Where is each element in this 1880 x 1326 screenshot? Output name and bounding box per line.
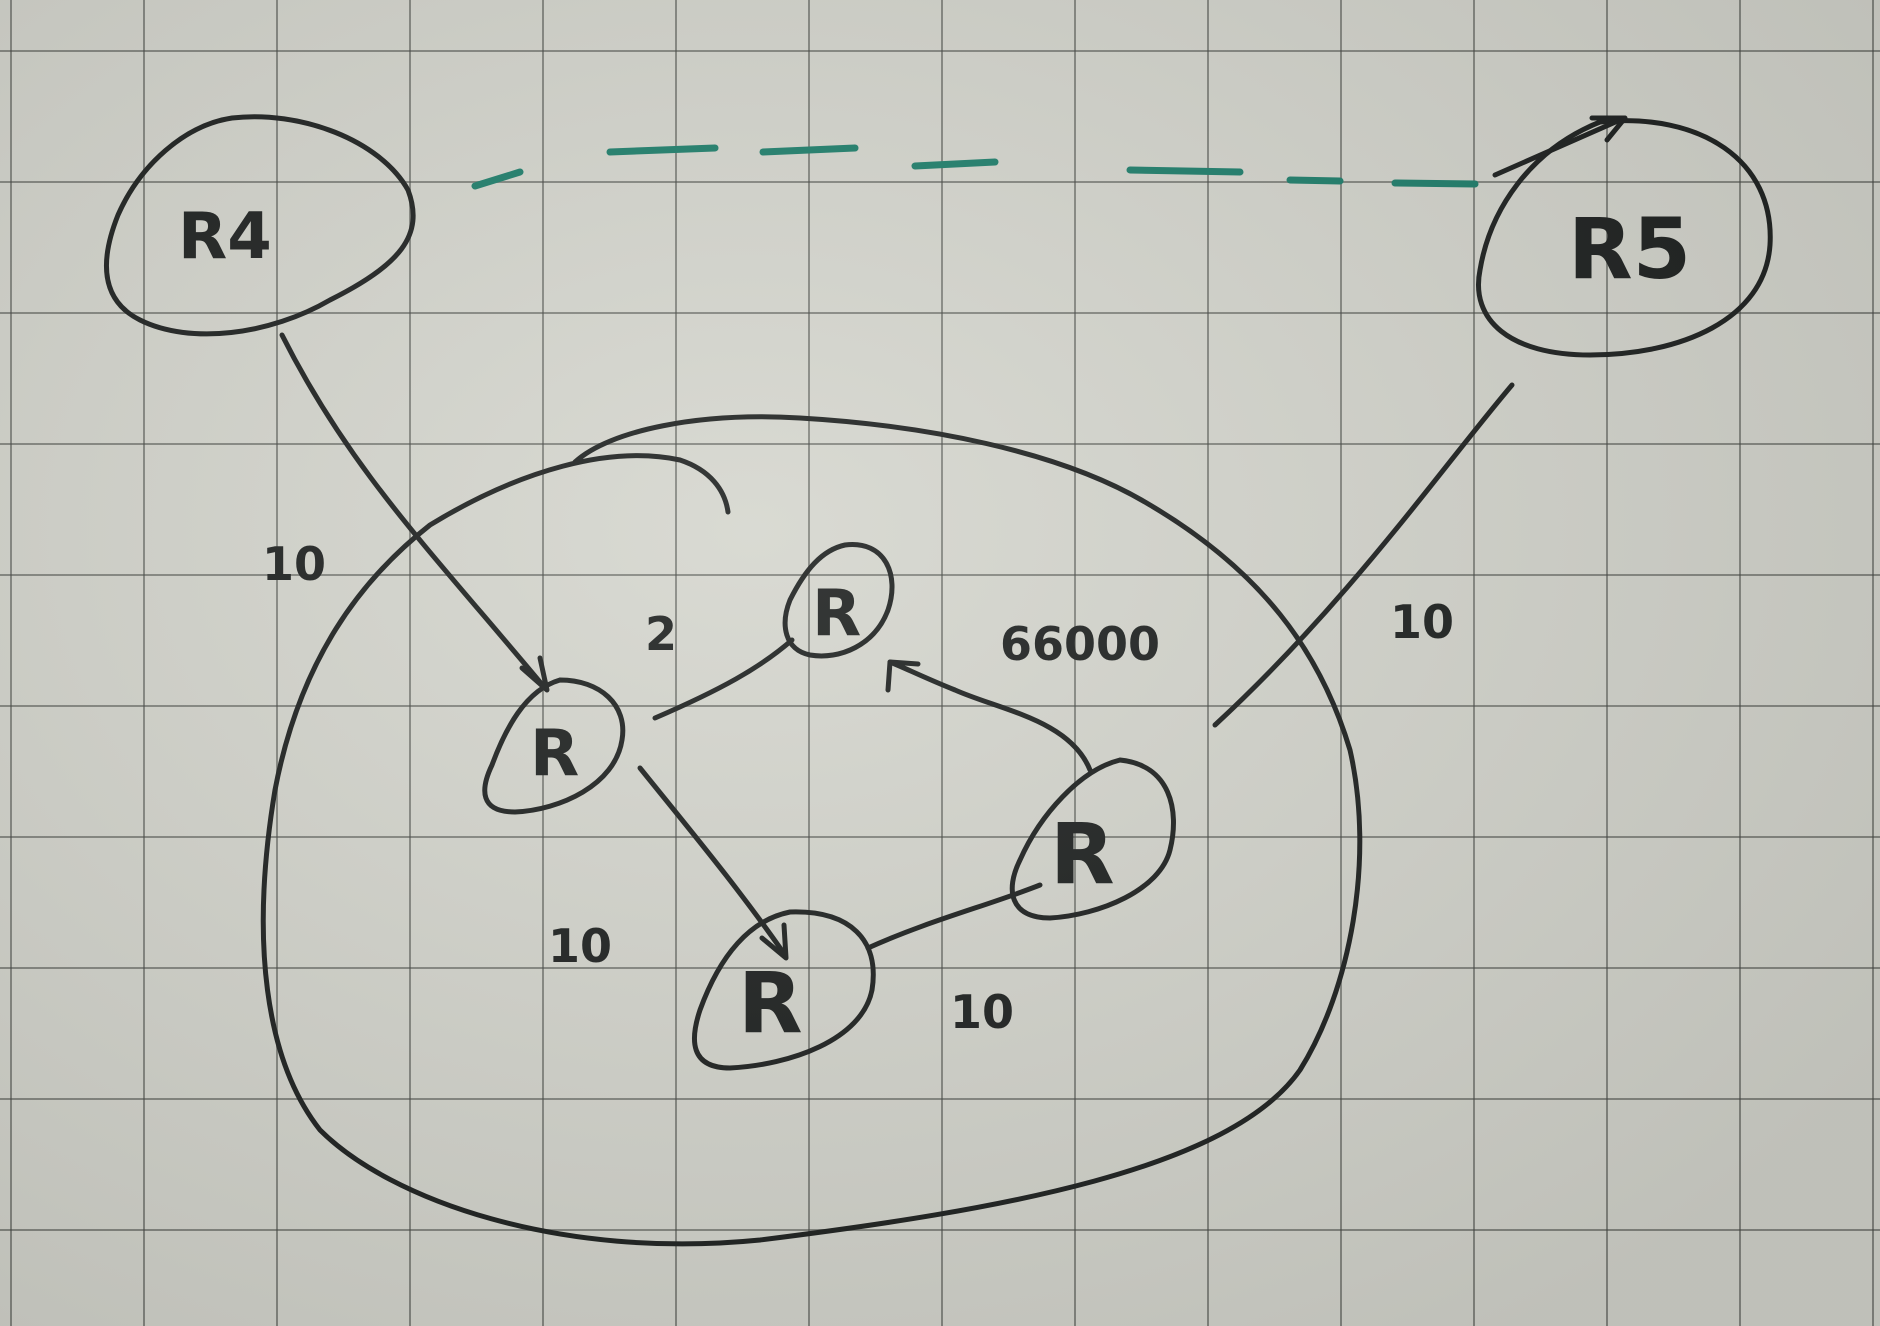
- link-r4-to-left-router: [279, 332, 548, 691]
- router-left-label: R: [530, 717, 579, 791]
- edge-label-bottom-right: 10: [950, 985, 1014, 1039]
- router-top-label: R: [812, 577, 861, 651]
- r5-label: R5: [1568, 200, 1691, 298]
- r5-outline: [1476, 118, 1773, 358]
- link-left-to-bottom-router: [637, 765, 788, 958]
- link-r5-arrow: [1492, 117, 1623, 178]
- edge-label-r4-left: 10: [262, 537, 326, 591]
- router-left-outline: [482, 677, 626, 815]
- arrowhead-top-router: [885, 659, 921, 693]
- edge-label-right-top: 66000: [1000, 617, 1160, 671]
- router-right-outline: [1009, 757, 1176, 921]
- link-left-to-top-router: [652, 637, 795, 721]
- arrowhead-left-router: [519, 655, 550, 693]
- dashed-peer-link: [471, 144, 1479, 190]
- r4-label: R4: [178, 200, 272, 274]
- edge-label-right-r5: 10: [1390, 595, 1454, 649]
- edge-label-left-bottom: 10: [548, 919, 612, 973]
- r4-outline: [103, 114, 416, 337]
- router-top-outline: [782, 542, 895, 659]
- router-bottom-label: R: [738, 954, 803, 1052]
- arrowhead-r5: [1589, 115, 1628, 143]
- edge-label-left-top: 2: [645, 607, 677, 661]
- router-right-label: R: [1050, 805, 1115, 903]
- arrowhead-bottom-router: [759, 922, 789, 961]
- as-boundary-outline: [260, 414, 1363, 1247]
- link-right-router-to-r5: [1212, 382, 1515, 728]
- link-bottom-to-right-router: [865, 882, 1043, 951]
- link-right-to-top-router: [887, 659, 1093, 773]
